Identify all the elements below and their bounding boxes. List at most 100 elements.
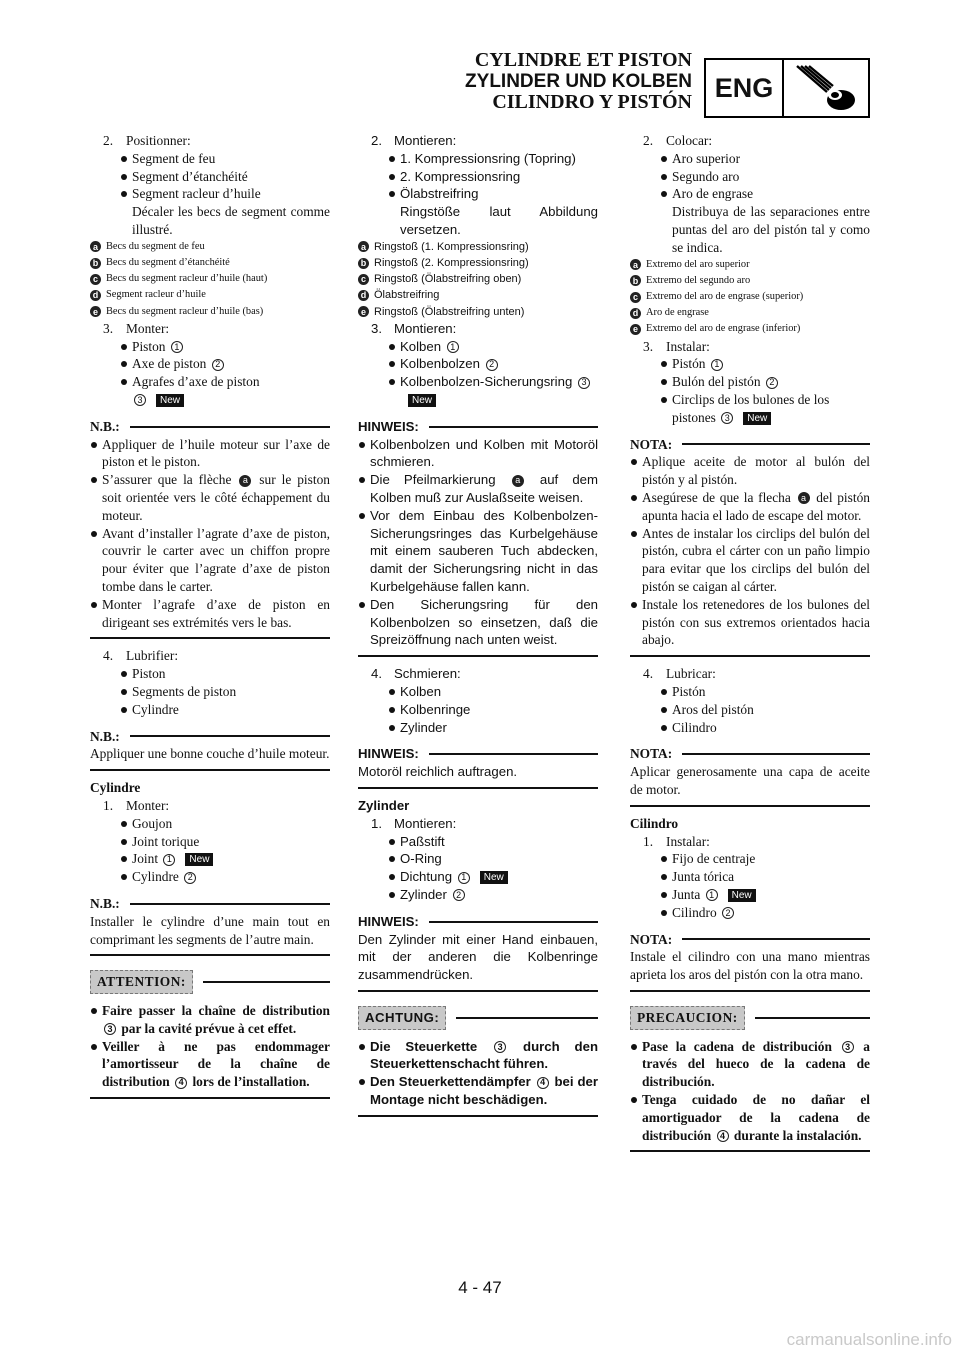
item-text: Kolbenbolzen xyxy=(400,356,480,372)
caution-body: Faire passer la chaîne de distribution 3… xyxy=(90,1002,330,1091)
item-text: Kolbenbolzen-Sicherungsring xyxy=(400,374,573,390)
item-text: Bulón del pistón xyxy=(672,374,761,390)
caution-text: lors de l’installation. xyxy=(192,1074,310,1090)
step-description: Ringstöße laut Abbildung versetzen. xyxy=(400,204,598,237)
legend-marker: c xyxy=(630,291,641,303)
caution-heading: PRECAUCION: xyxy=(630,1005,870,1030)
list-item: Aros del pistón xyxy=(630,701,870,719)
ref-marker: 2 xyxy=(452,889,465,902)
step-title: Monter: xyxy=(126,797,170,813)
ref-marker: 2 xyxy=(765,376,778,389)
column-german: 2.Montieren: 1. Kompressionsring (Toprin… xyxy=(358,132,598,1125)
legend-text: Becs du segment d’étanchéité xyxy=(106,256,230,268)
note-text: auf dem Kolben muß zur Auslaßseite weise… xyxy=(370,472,599,505)
list-item: Cilindro 2 xyxy=(630,904,870,922)
divider xyxy=(358,655,598,658)
section-heading: Cylindre xyxy=(90,780,141,796)
caution-body: Pase la cadena de distribución 3 a travé… xyxy=(630,1038,870,1145)
note-heading: HINWEIS: xyxy=(358,913,598,931)
caution-label: PRECAUCION: xyxy=(630,1005,745,1030)
new-badge: New xyxy=(743,411,772,425)
caution-text: Tenga cuidado de no dañar el amortiguado… xyxy=(642,1092,870,1143)
list-item: Segment de feu xyxy=(90,150,330,168)
step-title: Lubrifier: xyxy=(126,648,179,664)
step-number: 3. xyxy=(643,338,654,354)
caution-text: Faire passer la chaîne de distribution xyxy=(102,1003,330,1019)
note-text: S’assurer que la flèche xyxy=(102,472,232,488)
ref-marker: 1 xyxy=(705,889,718,902)
divider xyxy=(90,954,330,957)
divider xyxy=(358,786,598,789)
note-item: Antes de instalar los circlips del bulón… xyxy=(630,525,870,596)
legend-marker: b xyxy=(90,257,101,269)
note-item: Vor dem Einbau des Kolbenbolzen-Sicherun… xyxy=(358,507,598,596)
legend-text: Ringstoß (1. Kompressionsring) xyxy=(374,240,529,253)
step-2: 2. Colocar: xyxy=(630,132,870,150)
list-item: Pistón 1 xyxy=(630,355,870,373)
list-item: Piston 1 xyxy=(90,338,330,356)
caution-item: Tenga cuidado de no dañar el amortiguado… xyxy=(630,1091,870,1144)
caution-text: par la cavité prévue à cet effet. xyxy=(121,1020,297,1036)
step-number: 4. xyxy=(371,666,382,682)
caution-heading: ACHTUNG: xyxy=(358,1005,598,1030)
ref-marker: 4 xyxy=(716,1130,729,1143)
title-spanish: CILINDRO Y PISTÓN xyxy=(492,91,692,113)
note-heading: NOTA: xyxy=(630,931,870,949)
step-3: 3.Monter: xyxy=(90,320,330,338)
ref-marker: 1 xyxy=(457,871,470,884)
section-tab: ENG xyxy=(704,58,870,118)
item-text: Dichtung xyxy=(400,869,453,885)
note-text: del pistón apunta hacia el lado de escap… xyxy=(642,489,870,523)
list-item: O-Ring xyxy=(358,850,598,868)
legend-text: Becs du segment racleur d’huile (haut) xyxy=(106,273,268,285)
note-text: Die Pfeilmarkierung xyxy=(370,472,496,488)
step-title: Positionner: xyxy=(126,133,191,148)
ref-marker: a xyxy=(511,474,524,487)
legend-text: Ringstoß (Ölabstreifring unten) xyxy=(374,305,525,318)
note-item: Asegúrese de que la flecha a del pistón … xyxy=(630,489,870,525)
legend-marker: d xyxy=(90,289,101,301)
ref-marker: 3 xyxy=(577,376,590,389)
ref-marker: 4 xyxy=(175,1076,188,1089)
divider xyxy=(630,804,870,807)
section-heading: Cilindro xyxy=(630,815,679,831)
item-text: Pistón xyxy=(672,356,706,372)
note-item: Monter l’agrafe d’axe de piston en dirig… xyxy=(90,596,330,632)
caution-text: durch den Steuerkettenschacht führen. xyxy=(370,1038,598,1072)
engine-piston-icon xyxy=(784,60,868,116)
list-item: Goujon xyxy=(90,815,330,833)
step-title: Instalar: xyxy=(666,338,710,354)
divider xyxy=(90,637,330,640)
list-item: Piston xyxy=(90,665,330,683)
note-heading: HINWEIS: xyxy=(358,745,598,763)
legend-marker: b xyxy=(630,275,641,287)
caution-text: Den Steuerkettendämpfer xyxy=(370,1074,531,1090)
caution-text: bei der Montage nicht beschädigen. xyxy=(370,1074,598,1108)
note-item: Aplique aceite de motor al bulón del pis… xyxy=(630,453,870,489)
list-item: Cilindro xyxy=(630,719,870,737)
step-title: Montieren: xyxy=(394,815,457,831)
step-number: 2. xyxy=(643,133,654,148)
new-badge: New xyxy=(156,393,185,407)
note-item: Appliquer de l’huile moteur sur l’axe de… xyxy=(90,436,330,472)
caution-item: Pase la cadena de distribución 3 a travé… xyxy=(630,1038,870,1091)
step-title: Colocar: xyxy=(666,133,713,148)
list-item: Segment racleur d’huile xyxy=(90,185,330,203)
caution-item: Den Steuerkettendämpfer 4 bei der Montag… xyxy=(358,1073,598,1109)
list-item: Kolben 1 xyxy=(358,338,598,356)
item-text: Circlips de los bulones de los pistones xyxy=(672,391,830,425)
step-3: 3.Montieren: xyxy=(358,320,598,338)
title-french: CYLINDRE ET PISTON xyxy=(474,49,692,71)
step-2: 2.Montieren: xyxy=(358,132,598,150)
list-item: Joint torique xyxy=(90,833,330,851)
ref-marker: 3 xyxy=(841,1041,854,1054)
list-item: 1. Kompressionsring (Topring) xyxy=(358,150,598,168)
ref-marker: 4 xyxy=(536,1076,549,1089)
legend-text: Aro de engrase xyxy=(646,307,709,319)
legend-marker: a xyxy=(90,241,101,253)
step-description: Distribuya de las separaciones entre pun… xyxy=(672,204,870,255)
